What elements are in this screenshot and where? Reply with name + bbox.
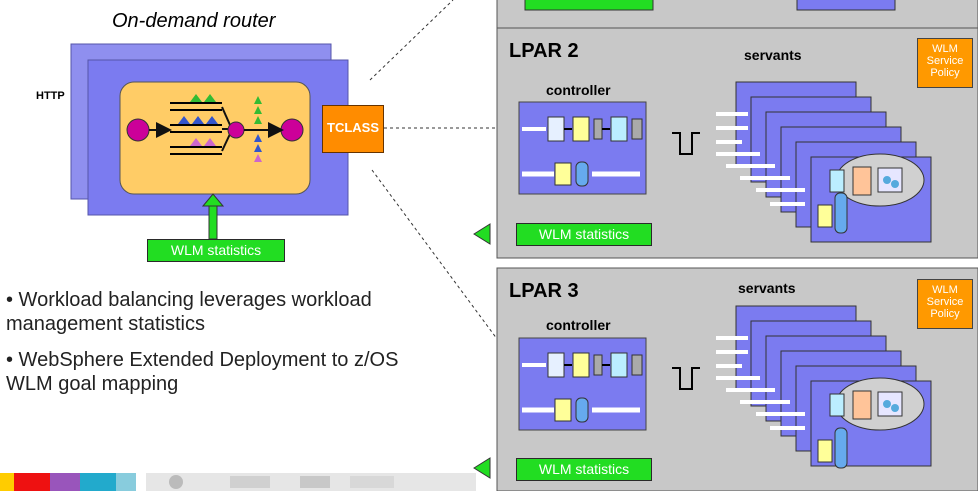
lpar-3-policy: WLM Service Policy (917, 279, 973, 329)
bullet-2: • WebSphere Extended Deployment to z/OS … (6, 349, 399, 395)
router-queue-area (119, 81, 311, 195)
lpar-3-servants-stack (735, 305, 932, 469)
lpar-2-title: LPAR 2 (509, 40, 579, 62)
lpar-3-controller-flow (522, 352, 643, 423)
bullet-1: • Workload balancing leverages workload … (6, 289, 372, 335)
lpar-3-wlm-arrow (473, 457, 491, 479)
bottom-color-strip (0, 473, 476, 491)
lpar-2-policy: WLM Service Policy (917, 38, 973, 88)
lpar-3-servant-arrows (716, 336, 805, 430)
lpar-2-servants-stack (735, 81, 932, 243)
router-wlm-statistics: WLM statistics (147, 239, 285, 262)
lpar-2-controller-flow (522, 116, 643, 187)
router-queues (170, 94, 231, 155)
lpar-3-wlm-statistics: WLM statistics (516, 458, 652, 481)
lpar-2-controller-label: controller (546, 82, 611, 98)
http-label: HTTP (36, 90, 65, 102)
lpar-2-servants-label: servants (744, 47, 802, 63)
lpar-1-wlm-badge (524, 0, 654, 11)
router-output-triangles (254, 96, 262, 162)
lpar-3-controller-label: controller (546, 317, 611, 333)
router-output-node (280, 118, 304, 142)
lpar-2-servant-arrows (716, 112, 805, 206)
lpar-2-wlm-arrow (473, 223, 491, 245)
lpar-3-title: LPAR 3 (509, 280, 579, 302)
router-input-node (126, 118, 150, 142)
tclass-box: TCLASS (322, 105, 384, 153)
lpar-2-wlm-statistics: WLM statistics (516, 223, 652, 246)
bullet-list: • Workload balancing leverages workload … (6, 288, 426, 408)
lpar-3-servants-label: servants (738, 280, 796, 296)
router-title: On-demand router (112, 10, 276, 32)
router-dispatch-node (227, 121, 245, 139)
